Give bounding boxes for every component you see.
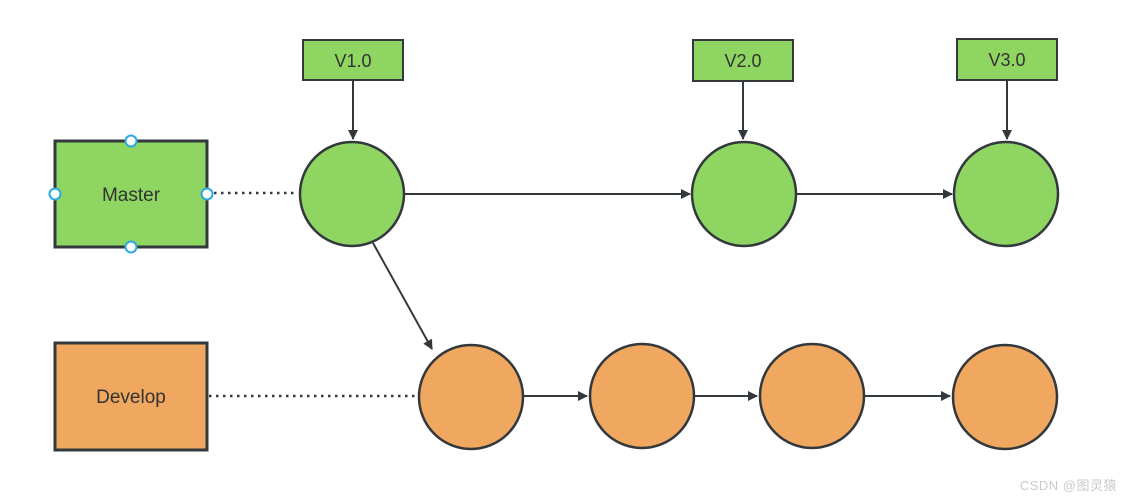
develop-commit-node-2[interactable] [588,342,696,450]
develop-commit-node-4[interactable] [951,343,1059,451]
csdn-watermark: CSDN @图灵猿 [1019,478,1117,493]
develop-commit-node-3[interactable] [758,342,866,450]
master-branch-label: Master [102,185,161,206]
tag-v3[interactable]: V3.0 [956,38,1058,81]
connection-handle-right[interactable] [200,187,214,201]
tag-v1[interactable]: V1.0 [302,39,404,81]
connection-handle-bottom[interactable] [124,240,138,254]
master-commit-node-1[interactable] [298,140,406,248]
master-commit-node-2[interactable] [690,140,798,248]
arrow-master-commit1-to-develop-commit1 [372,242,433,350]
tag-v2[interactable]: V2.0 [692,39,794,82]
develop-branch-label: Develop [96,387,166,408]
tag-v1-label: V1.0 [334,51,371,71]
master-commit-node-3[interactable] [952,140,1060,248]
connection-handle-left[interactable] [48,187,62,201]
develop-commit-node-1[interactable] [417,343,525,451]
connection-handle-top[interactable] [124,134,138,148]
master-branch-box[interactable]: Master [48,134,214,254]
tag-v3-label: V3.0 [988,50,1025,70]
develop-branch-box[interactable]: Develop [53,341,209,452]
tag-v2-label: V2.0 [724,51,761,71]
